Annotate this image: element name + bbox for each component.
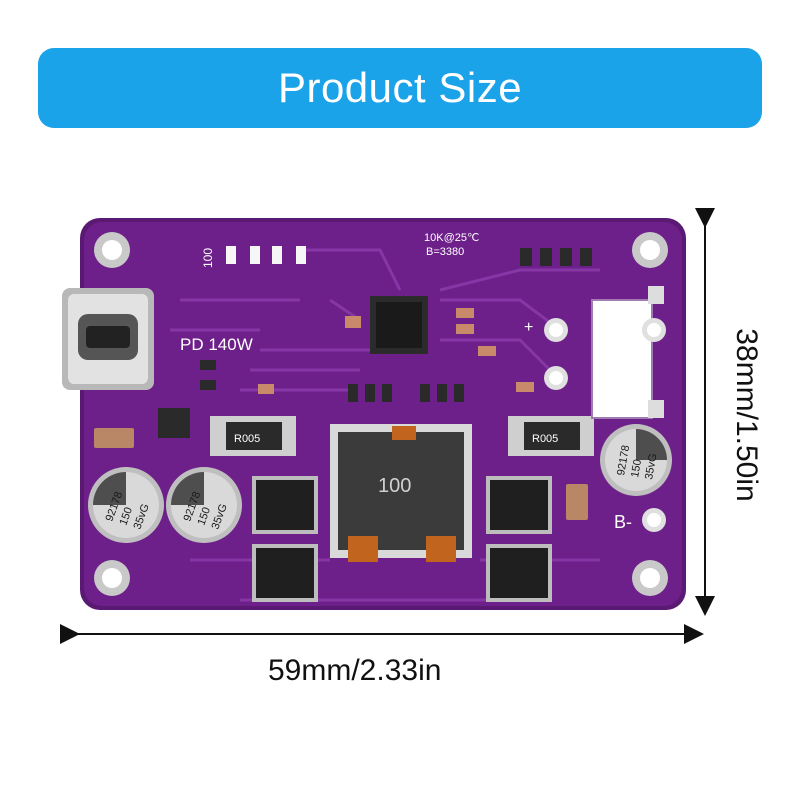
- led-label: 100: [201, 248, 215, 268]
- capacitor-3-marking-2: 150: [629, 458, 644, 478]
- capacitor-2: [166, 467, 242, 543]
- capacitor-3-marking-1: 92178: [615, 444, 632, 476]
- capacitor-2-marking-2: 150: [196, 506, 214, 527]
- thermistor-label-1: 10K@25℃: [424, 232, 479, 244]
- capacitor-3: [600, 424, 672, 496]
- smd-parts: [258, 308, 534, 394]
- capacitor-1-marking-2: 150: [118, 506, 136, 527]
- controller-chip: [370, 296, 428, 354]
- led-row: [226, 246, 306, 264]
- plus-mark: +: [524, 319, 533, 336]
- mounting-holes: [94, 232, 668, 596]
- height-dimension-label: 38mm/1.50in: [730, 328, 763, 502]
- inductor-marking: 100: [378, 475, 411, 497]
- terminal-positive-label: B+: [626, 356, 649, 376]
- capacitor-3-marking-3: 35vG: [643, 453, 659, 481]
- banner-title: Product Size: [277, 64, 523, 111]
- thermistor-label-2: B=3380: [426, 246, 464, 258]
- resistor-right: [508, 416, 594, 456]
- battery-terminals: [544, 286, 666, 532]
- resistor-right-marking: R005: [532, 433, 558, 445]
- pcb-board: PD 140W 10K@25℃ B=3380 100 B+ B- + R005 …: [62, 218, 686, 610]
- power-rating-label: PD 140W: [180, 335, 253, 354]
- capacitor-1: [88, 467, 164, 543]
- width-dimension-label: 59mm/2.33in: [268, 654, 442, 687]
- resistor-left-marking: R005: [234, 433, 260, 445]
- resistor-left: [210, 416, 296, 456]
- title-banner: Product Size: [38, 48, 762, 128]
- usb-c-connector: [62, 288, 154, 390]
- inductor: [330, 424, 472, 562]
- terminal-negative-label: B-: [614, 512, 632, 532]
- mosfets: [252, 476, 552, 602]
